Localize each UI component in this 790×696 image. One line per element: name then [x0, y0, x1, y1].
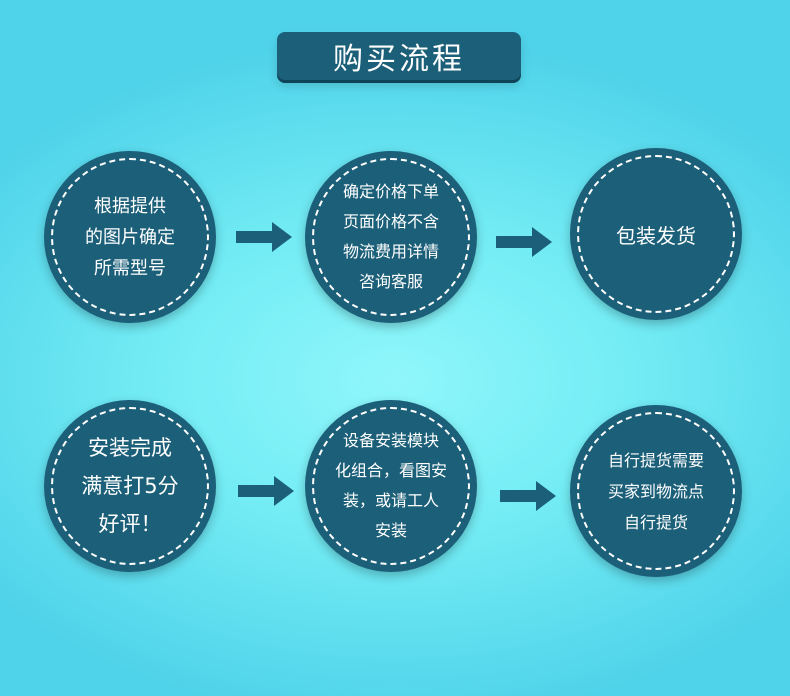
step-1-line-1: 根据提供	[94, 195, 166, 217]
step-1-line-3: 所需型号	[94, 257, 166, 279]
step-1-text: 根据提供 的图片确定 所需型号	[44, 151, 216, 323]
step-3-circle: 包装发货	[570, 148, 742, 320]
step-2-line-1: 确定价格下单	[342, 182, 439, 201]
step-6-line-3: 自行提货	[623, 512, 688, 532]
step-4-circle: 安装完成 满意打5分 好评！	[44, 400, 216, 572]
step-6-line-1: 自行提货需要	[607, 450, 704, 470]
step-1-line-2: 的图片确定	[85, 226, 175, 248]
step-3-text: 包装发货	[570, 148, 742, 320]
step-6-line-2: 买家到物流点	[607, 481, 704, 501]
arrow-right-icon	[236, 222, 292, 252]
step-5-text: 设备安装模块 化组合，看图安 装，或请工人 安装	[305, 400, 477, 572]
step-2-line-3: 物流费用详情	[342, 242, 439, 261]
step-2-circle: 确定价格下单 页面价格不含 物流费用详情 咨询客服	[305, 151, 477, 323]
step-2-line-4: 咨询客服	[358, 272, 423, 291]
arrow-right-icon	[496, 227, 552, 257]
step-5-line-1: 设备安装模块	[342, 431, 439, 450]
step-1-circle: 根据提供 的图片确定 所需型号	[44, 151, 216, 323]
step-6-text: 自行提货需要 买家到物流点 自行提货	[570, 405, 742, 577]
step-3-line-1: 包装发货	[616, 223, 696, 248]
step-5-line-2: 化组合，看图安	[334, 461, 447, 480]
step-6-circle: 自行提货需要 买家到物流点 自行提货	[570, 405, 742, 577]
step-4-line-3: 好评！	[98, 512, 162, 536]
step-4-line-1: 安装完成	[88, 436, 172, 460]
step-4-text: 安装完成 满意打5分 好评！	[44, 400, 216, 572]
step-4-line-2: 满意打5分	[81, 474, 179, 498]
step-2-text: 确定价格下单 页面价格不含 物流费用详情 咨询客服	[305, 151, 477, 323]
step-5-line-3: 装，或请工人	[342, 491, 439, 510]
arrow-right-icon	[500, 481, 556, 511]
arrow-right-icon	[238, 476, 294, 506]
step-2-line-2: 页面价格不含	[342, 212, 439, 231]
page-title: 购买流程	[277, 32, 521, 80]
step-5-circle: 设备安装模块 化组合，看图安 装，或请工人 安装	[305, 400, 477, 572]
step-5-line-4: 安装	[374, 521, 407, 540]
